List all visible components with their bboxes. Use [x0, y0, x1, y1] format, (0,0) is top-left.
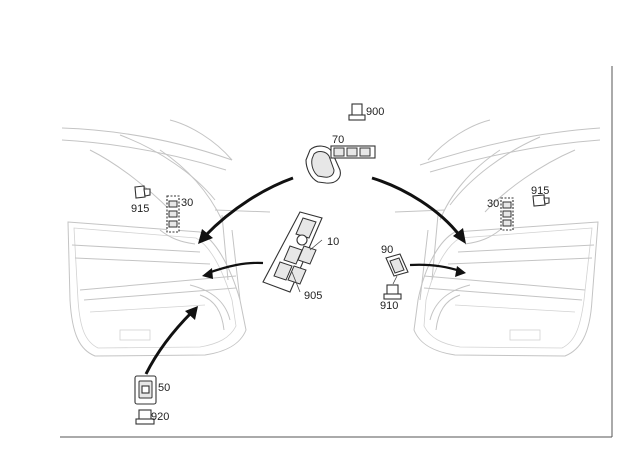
- label-90: 90: [381, 244, 393, 256]
- frame: [60, 66, 613, 438]
- label-915-right: 915: [531, 185, 549, 197]
- label-50: 50: [158, 382, 170, 394]
- window-switch-module-10: 10 905: [262, 211, 339, 302]
- label-70: 70: [332, 134, 344, 146]
- label-900: 900: [366, 106, 384, 118]
- door-switch-50: 50: [134, 375, 170, 405]
- label-10: 10: [327, 236, 339, 248]
- label-30-left: 30: [181, 197, 193, 209]
- connector-920: 920: [135, 409, 169, 425]
- label-915-left: 915: [131, 203, 149, 215]
- label-920: 920: [151, 411, 169, 423]
- connector-915-right: 915: [531, 185, 550, 207]
- connector-915-left: 915: [131, 185, 151, 215]
- door-switch-30-left: 30: [166, 195, 193, 233]
- assignment-arrows: [144, 176, 466, 375]
- door-switch-30-right: 30: [487, 197, 514, 231]
- label-905: 905: [304, 290, 322, 302]
- seat-adjust-switch-70: 70: [305, 134, 376, 184]
- label-910: 910: [380, 300, 398, 312]
- label-30-right: 30: [487, 198, 499, 210]
- connector-900: 900: [348, 103, 384, 121]
- door-switch-90: 90: [381, 244, 409, 285]
- connector-910: 910: [380, 284, 402, 312]
- left-door-interior: [61, 119, 271, 357]
- right-door-interior: [394, 119, 601, 357]
